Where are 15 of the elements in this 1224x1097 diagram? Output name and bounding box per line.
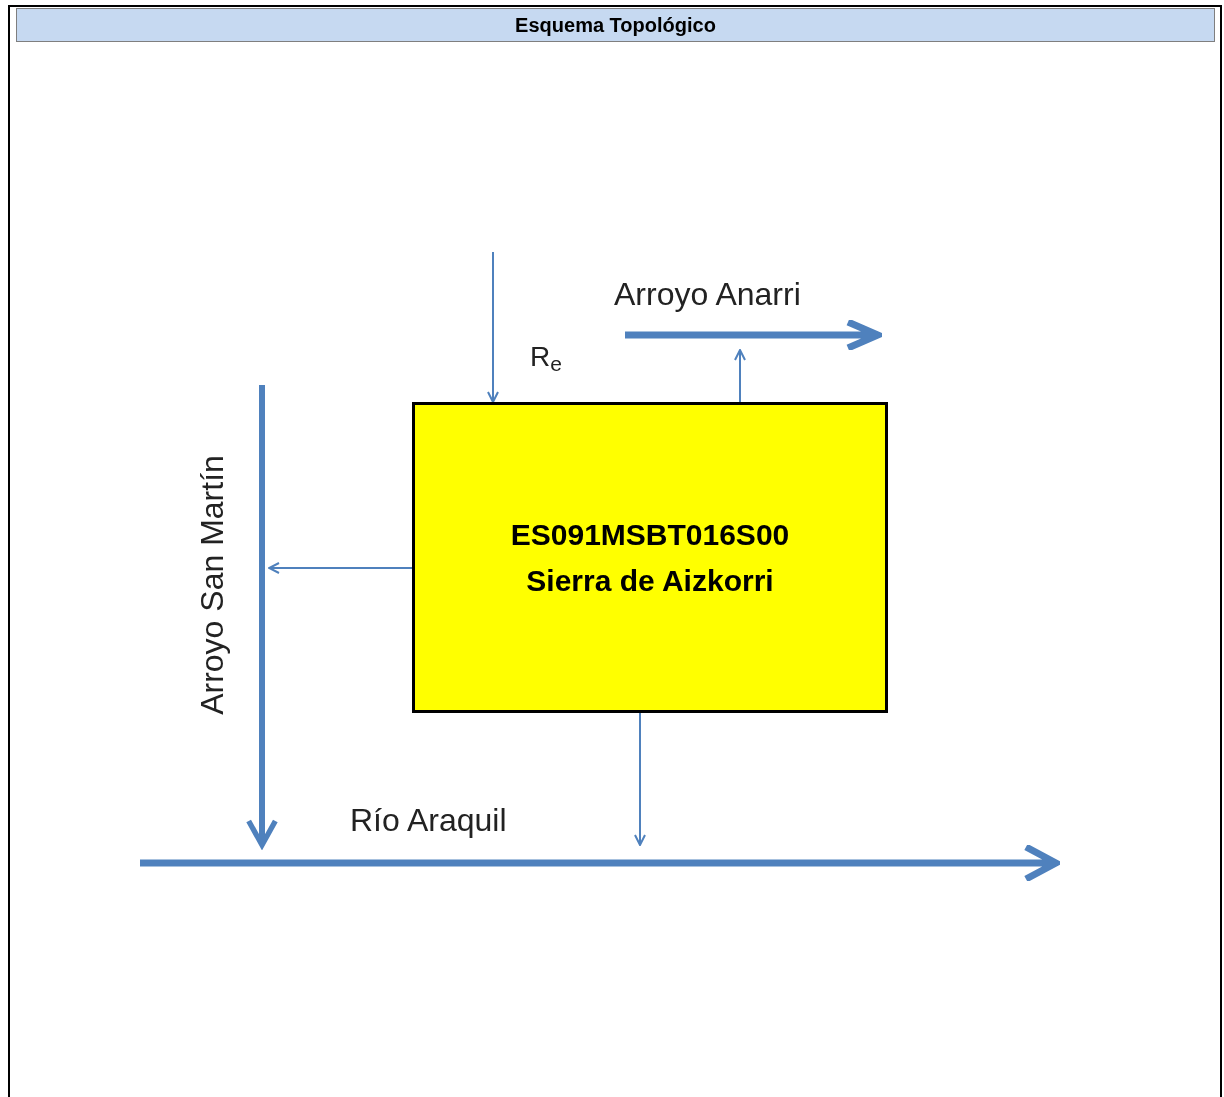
arrow [734,349,746,403]
arrow [268,562,413,574]
process-box [412,402,888,713]
river-name: Río Araquil [350,801,507,840]
arrow [246,800,278,848]
box-text: Sierra de Aizkorri [526,562,774,599]
edge-label: R$_{e}$ [530,340,562,378]
river-arrow [140,845,1060,881]
river-name: Arroyo San Martín [193,455,231,715]
river-arrow [625,320,882,350]
arrow [487,251,499,403]
box-text: ES091MSBT016S00 [510,517,790,553]
arrow [634,712,646,846]
title: Esquema Topológico [515,13,716,38]
river-name: Arroyo Anarri [614,275,801,314]
